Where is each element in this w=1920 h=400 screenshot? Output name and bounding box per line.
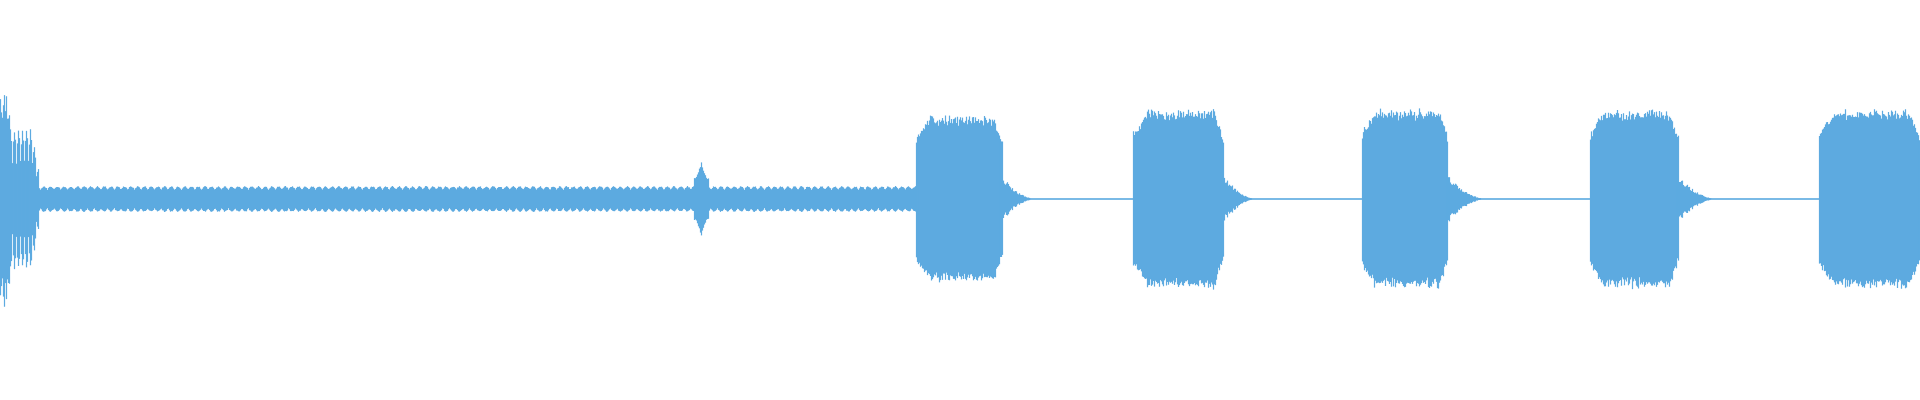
waveform-samples bbox=[0, 95, 1920, 307]
